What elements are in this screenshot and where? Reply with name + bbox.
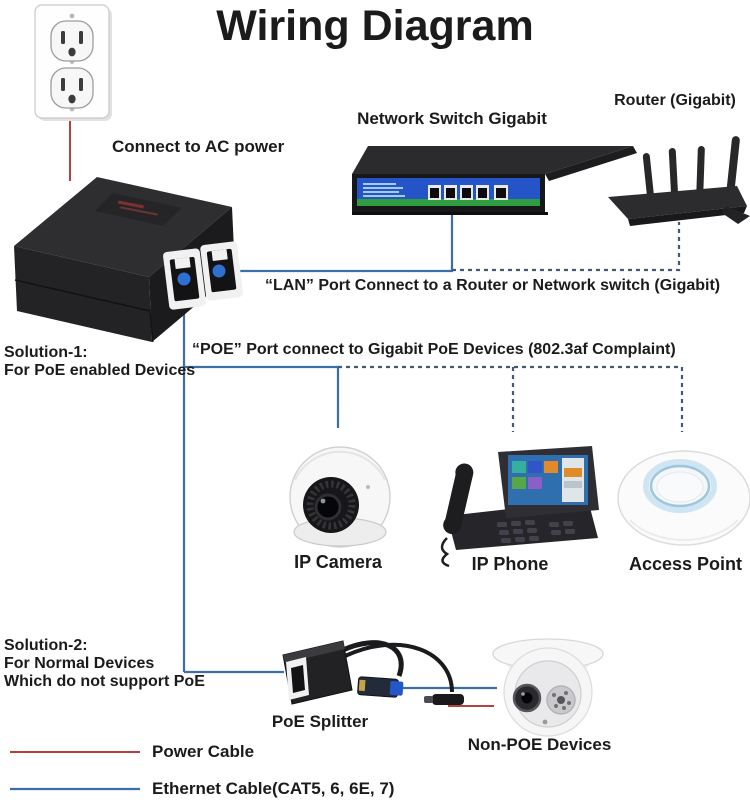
solution-2-line2: For Normal Devices	[4, 655, 155, 672]
access-point	[617, 450, 750, 546]
switch-top-face	[352, 146, 633, 174]
router-label: Router (Gigabit)	[614, 92, 736, 109]
poe-port-plug	[177, 272, 191, 286]
poe-branch-to-camera	[184, 365, 340, 428]
poe-splitter-label: PoE Splitter	[271, 712, 369, 731]
access-point-label: Access Point	[628, 554, 743, 574]
phone-handset	[443, 463, 474, 535]
power-cable-lines	[10, 119, 494, 753]
solution-1-note: Solution-1: For PoE enabled Devices	[4, 344, 195, 380]
splitter-ethernet-plug	[357, 676, 404, 698]
injector-front-face	[14, 246, 152, 342]
switch-stripe	[357, 199, 540, 206]
solution-2-note: Solution-2: For Normal Devices Which do …	[4, 637, 205, 691]
router-body	[608, 186, 747, 219]
lan-port-note: “LAN” Port Connect to a Router or Networ…	[265, 277, 721, 294]
non-poe-devices-label: Non-POE Devices	[467, 735, 612, 754]
lan-port-plug	[212, 264, 226, 278]
switch-right-face	[545, 146, 637, 181]
page-title: Wiring Diagram	[216, 2, 534, 50]
network-switch-label: Network Switch Gigabit	[357, 109, 547, 128]
switch-print	[363, 183, 405, 197]
dashed-line-to-router	[452, 222, 681, 272]
solution-2-title: Solution-2:	[4, 637, 88, 654]
splitter-dc-plug	[424, 694, 464, 705]
ethernet-dashed-lines	[338, 222, 684, 432]
solution-1-title: Solution-1:	[4, 344, 88, 361]
poe-port-note: “POE” Port connect to Gigabit PoE Device…	[192, 341, 676, 358]
outlet-screw-top	[69, 13, 75, 19]
switch-ports	[428, 185, 508, 200]
ip-camera-label: IP Camera	[294, 552, 382, 572]
wall-outlet	[34, 4, 112, 121]
solution-1-line2: For PoE enabled Devices	[4, 362, 196, 379]
non-poe-camera	[492, 638, 604, 737]
network-switch	[352, 146, 637, 215]
solution-2-line3: Which do not support PoE	[4, 673, 205, 690]
outlet-socket-bottom	[50, 67, 94, 109]
dome-camera-lens	[314, 493, 342, 521]
router-body-front	[628, 206, 747, 226]
router	[608, 136, 750, 226]
router-antennas	[642, 136, 740, 201]
poe-injector	[14, 177, 243, 343]
lan-line-to-switch	[220, 212, 454, 273]
connect-ac-label: Connect to AC power	[112, 137, 285, 156]
ip-phone	[440, 446, 599, 568]
router-foot	[722, 206, 750, 224]
poe-splitter	[282, 640, 464, 705]
injector-label	[95, 193, 182, 226]
ip-phone-label: IP Phone	[471, 554, 549, 574]
legend-ethernet-label: Ethernet Cable(CAT5, 6, 6E, 7)	[152, 779, 395, 798]
phone-keypad	[497, 520, 575, 543]
legend-power-label: Power Cable	[152, 742, 255, 761]
outlet-socket-top	[50, 20, 94, 62]
ip-camera	[289, 446, 391, 548]
turret-ir-window	[546, 685, 576, 715]
